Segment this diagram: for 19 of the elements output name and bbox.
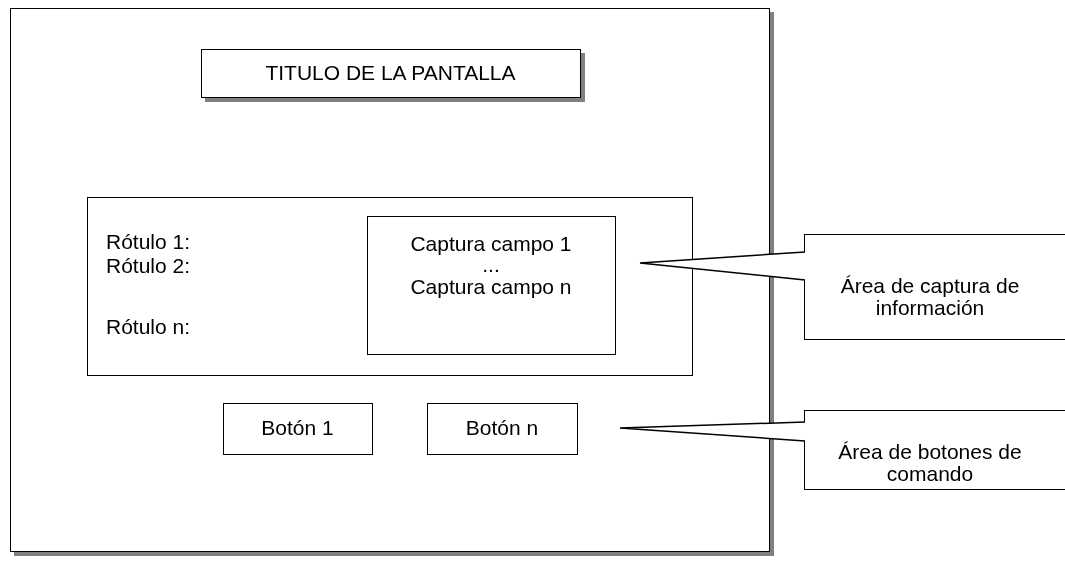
screen-title: TITULO DE LA PANTALLA <box>264 62 517 84</box>
field-label: Rótulo 2: <box>106 255 191 277</box>
input-fields-box <box>367 216 616 355</box>
callout-pointer <box>639 251 806 281</box>
button-label: Botón 1 <box>260 417 335 439</box>
callout-text: Área de botones de comando <box>837 441 1023 485</box>
button-label: Botón n <box>464 417 540 439</box>
field-label: Rótulo n: <box>106 316 191 338</box>
callout-text: Área de captura de información <box>839 275 1021 319</box>
field-text: Captura campo 1 <box>409 233 573 255</box>
button-box <box>427 403 578 455</box>
button-box <box>223 403 373 455</box>
callout-box <box>804 410 1065 490</box>
field-text: Captura campo n <box>409 276 573 298</box>
ellipsis-text: ... <box>482 254 500 276</box>
callout-pointer <box>619 421 806 442</box>
callout-box <box>804 234 1065 340</box>
form-area-box <box>87 197 693 376</box>
field-label: Rótulo 1: <box>106 231 191 253</box>
